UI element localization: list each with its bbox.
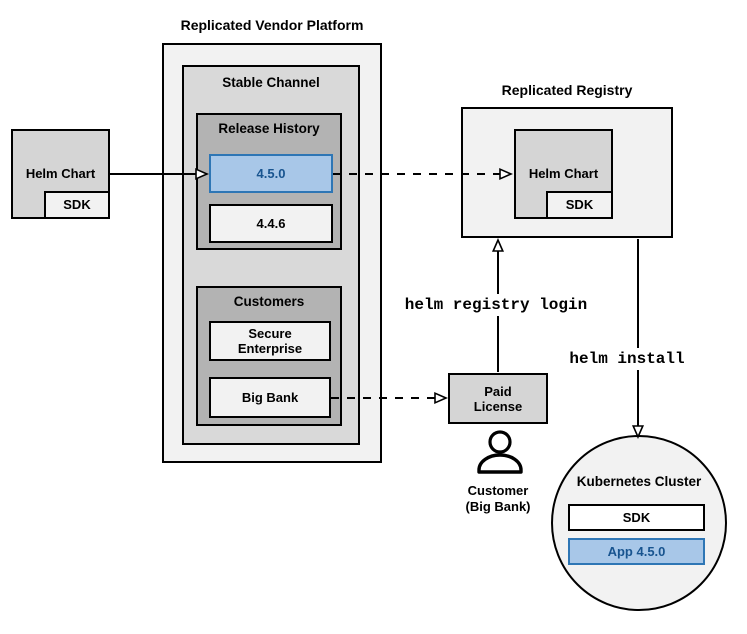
customer-person-icon <box>477 430 523 474</box>
registry-helm-chart-label: Helm Chart <box>528 166 599 181</box>
customers-box: Customers Secure Enterprise Big Bank <box>196 286 342 426</box>
cluster-sdk-box: SDK <box>568 504 705 531</box>
source-sdk-label: SDK <box>63 197 91 212</box>
paid-license-label: Paid License <box>473 383 523 414</box>
cluster-app-box: App 4.5.0 <box>568 538 705 565</box>
registry-sdk-label: SDK <box>565 197 594 212</box>
release-item-4-4-6: 4.4.6 <box>209 204 333 243</box>
customer-item-secure-enterprise: Secure Enterprise <box>209 321 331 361</box>
customer-item-big-bank: Big Bank <box>209 377 331 418</box>
registry-box: Helm Chart SDK <box>461 107 673 238</box>
registry-sdk-box: SDK <box>546 191 613 219</box>
registry-title: Replicated Registry <box>501 82 633 98</box>
customer-item-label: Big Bank <box>241 389 299 405</box>
release-history-title: Release History <box>218 121 320 136</box>
customers-title: Customers <box>233 294 305 309</box>
helm-registry-login-command: helm registry login <box>400 294 592 316</box>
source-helm-chart-label: Helm Chart <box>25 166 96 181</box>
paid-license-box: Paid License <box>448 373 548 424</box>
source-helm-chart-box: Helm Chart SDK <box>11 129 110 219</box>
vendor-platform-box: Stable Channel Release History 4.5.0 4.4… <box>162 43 382 463</box>
kubernetes-cluster-title: Kubernetes Cluster <box>576 474 702 489</box>
customer-label: Customer (Big Bank) <box>465 483 531 514</box>
arrowhead-bigbank-to-license <box>434 391 449 405</box>
source-sdk-box: SDK <box>44 191 110 219</box>
arrowhead-license-to-registry <box>491 237 505 252</box>
release-item-4-5-0: 4.5.0 <box>209 154 333 193</box>
stable-channel-title: Stable Channel <box>222 75 320 90</box>
release-history-box: Release History 4.5.0 4.4.6 <box>196 113 342 250</box>
registry-helm-chart-box: Helm Chart SDK <box>514 129 613 219</box>
vendor-platform-title: Replicated Vendor Platform <box>180 17 364 33</box>
stable-channel-box: Stable Channel Release History 4.5.0 4.4… <box>182 65 360 445</box>
helm-install-command: helm install <box>565 348 689 370</box>
customer-item-label: Secure Enterprise <box>237 326 303 356</box>
kubernetes-cluster-circle: Kubernetes Cluster SDK App 4.5.0 <box>551 435 727 611</box>
